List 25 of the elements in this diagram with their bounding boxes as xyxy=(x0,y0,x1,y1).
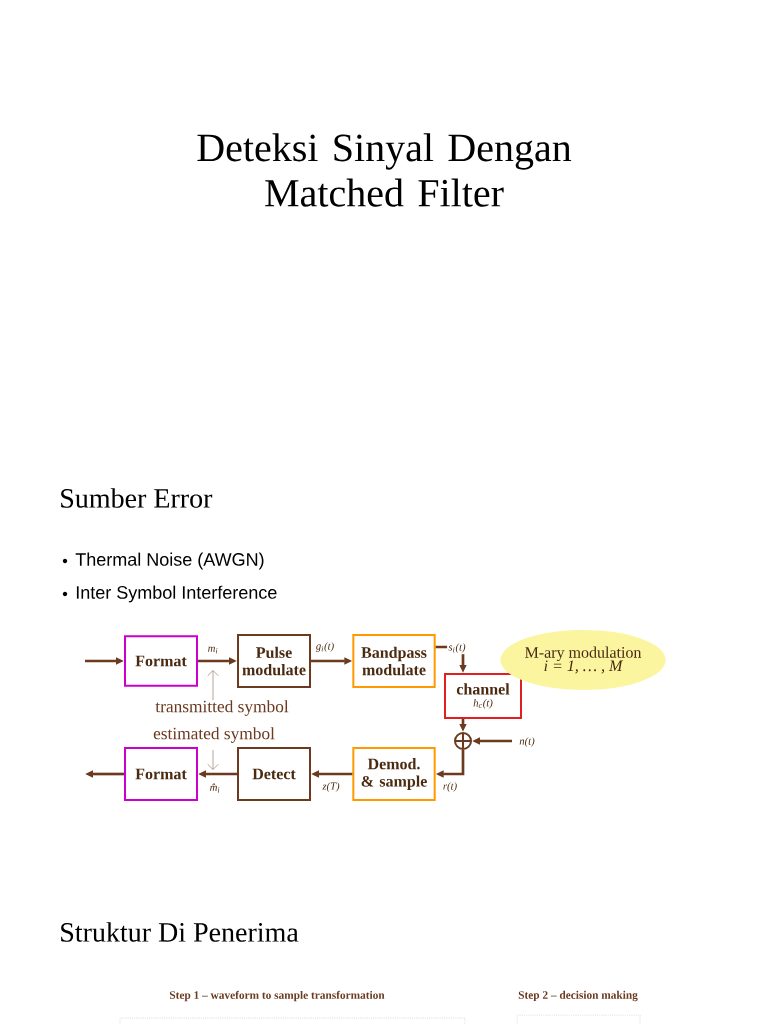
edge-label: n(t) xyxy=(519,737,535,747)
block: Format xyxy=(124,635,198,687)
step-heading: Step 1 – waveform to sample transformation xyxy=(169,990,385,1002)
section-heading: Sumber Error xyxy=(61,488,213,508)
block: channel h$_{c}$(t) xyxy=(444,673,522,719)
block: Detect xyxy=(237,747,311,801)
formula-label: i = 1, … , M xyxy=(544,660,624,674)
bullet-item: Thermal Noise (AWGN) xyxy=(75,552,264,570)
summing-junction xyxy=(454,732,472,750)
block: Demod. & sample xyxy=(352,747,436,801)
title: Deteksi Sinyal Dengan Matched Filter xyxy=(197,133,572,207)
edge-label: g$_{i}$(t) xyxy=(315,642,334,652)
block: Format xyxy=(124,747,198,801)
edge-label: m$_{i}$ xyxy=(208,646,218,654)
block: Pulse modulate xyxy=(237,634,311,688)
annotation: transmitted symbol xyxy=(155,700,289,716)
edge-label: m̂$_{i}$ xyxy=(210,783,220,793)
edge-label: r(t) xyxy=(443,782,457,792)
annotation: estimated symbol xyxy=(153,727,275,743)
step-heading: Step 2 – decision making xyxy=(518,990,638,1002)
section-heading: Struktur Di Penerima xyxy=(61,922,299,942)
edge-label: z(T) xyxy=(322,782,340,792)
block: Bandpass modulate xyxy=(352,634,436,688)
bullet-item: Inter Symbol Interference xyxy=(76,585,277,603)
edge-label: s$_{i}$(t) xyxy=(448,643,466,653)
